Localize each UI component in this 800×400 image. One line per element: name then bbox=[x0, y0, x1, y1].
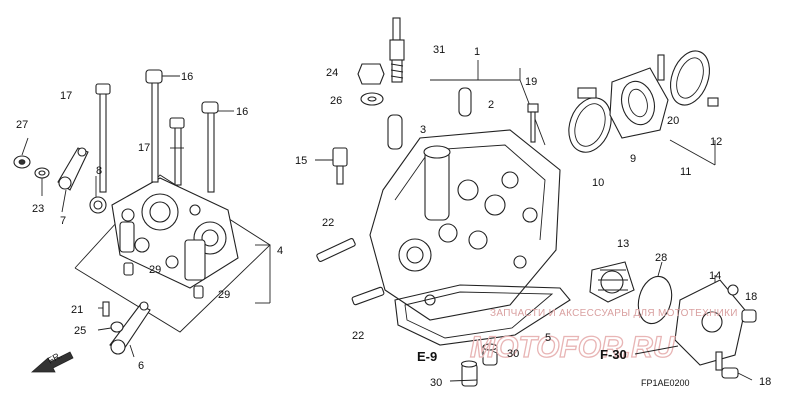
callout-25: 25 bbox=[74, 325, 86, 337]
callout-14: 14 bbox=[709, 270, 721, 282]
callout-17b: 17 bbox=[138, 142, 150, 154]
callout-9: 9 bbox=[630, 153, 636, 165]
callout-17a: 17 bbox=[60, 90, 72, 102]
reference-e9: E-9 bbox=[417, 349, 437, 364]
callout-8: 8 bbox=[96, 165, 102, 177]
reference-f30: F-30 bbox=[600, 347, 627, 362]
head-gasket bbox=[394, 284, 571, 346]
callout-18b: 18 bbox=[759, 376, 771, 388]
watermark-text: ЗАПЧАСТИ И АКСЕССУАРЫ ДЛЯ МОТОТЕХНИКИ bbox=[490, 308, 738, 319]
callout-21: 21 bbox=[71, 304, 83, 316]
callout-4: 4 bbox=[277, 245, 283, 257]
callout-1: 1 bbox=[474, 46, 480, 58]
callout-5: 5 bbox=[545, 332, 551, 344]
callout-30a: 30 bbox=[507, 348, 519, 360]
callout-16b: 16 bbox=[236, 106, 248, 118]
callout-labels: 1 2 3 4 5 6 7 8 9 10 11 12 13 14 15 16 1… bbox=[16, 44, 771, 389]
intake-thermostat-group bbox=[568, 50, 757, 381]
callout-10: 10 bbox=[592, 177, 604, 189]
callout-29a: 29 bbox=[149, 264, 161, 276]
callout-6: 6 bbox=[138, 360, 144, 372]
callout-3: 3 bbox=[420, 124, 426, 136]
callout-24: 24 bbox=[326, 67, 338, 79]
callout-22a: 22 bbox=[322, 217, 334, 229]
diagram-code: FP1AE0200 bbox=[641, 378, 690, 388]
callout-20: 20 bbox=[667, 115, 679, 127]
callout-28: 28 bbox=[655, 252, 667, 264]
callout-31: 31 bbox=[433, 44, 445, 56]
bolt bbox=[99, 91, 107, 193]
front-arrow-icon bbox=[30, 351, 74, 373]
callout-7: 7 bbox=[60, 215, 66, 227]
callout-29b: 29 bbox=[218, 289, 230, 301]
cylinder-head-group bbox=[315, 17, 571, 387]
callout-12: 12 bbox=[710, 136, 722, 148]
callout-27: 27 bbox=[16, 119, 28, 131]
callout-13: 13 bbox=[617, 238, 629, 250]
dowel-pin bbox=[123, 262, 134, 276]
callout-19: 19 bbox=[525, 76, 537, 88]
camshaft-holder-group bbox=[13, 69, 271, 373]
callout-11: 11 bbox=[680, 166, 691, 178]
callout-2: 2 bbox=[488, 99, 494, 111]
dowel-pin bbox=[193, 285, 204, 299]
callout-22b: 22 bbox=[352, 330, 364, 342]
callout-15: 15 bbox=[295, 155, 307, 167]
spark-plug bbox=[392, 17, 401, 41]
o-ring bbox=[637, 275, 673, 325]
callout-18a: 18 bbox=[745, 291, 757, 303]
watermark-logo: MOTOFOR.RU bbox=[470, 331, 676, 364]
hose-clamp bbox=[568, 97, 612, 153]
callout-26: 26 bbox=[330, 95, 342, 107]
callout-16a: 16 bbox=[181, 71, 193, 83]
callout-23: 23 bbox=[32, 203, 44, 215]
callout-30b: 30 bbox=[430, 377, 442, 389]
